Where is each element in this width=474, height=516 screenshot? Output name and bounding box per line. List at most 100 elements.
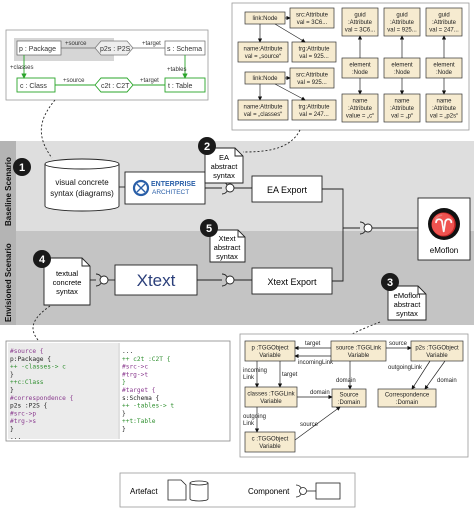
ea-guid-attr-2-text: val = 925...	[387, 28, 417, 34]
ea-name-attr-1-text: name:Attribute	[243, 46, 283, 52]
code-right-line: #src->c	[122, 364, 148, 371]
em-correspondence-domain-text: :Domain	[396, 400, 418, 406]
class-label: c : Class	[20, 83, 47, 90]
p2s-label: p2s : P2S	[100, 46, 131, 53]
code-right-line: s:Schema {	[122, 395, 160, 402]
code-left-line: p2s :P2S {	[10, 403, 48, 410]
ea-logo-icon	[132, 179, 150, 197]
code-left-line: }	[10, 371, 14, 378]
ea-trg-attr-1-text: trg:Attribute	[298, 46, 330, 52]
marker-5-label: 5	[206, 223, 212, 235]
visual-callout-link	[40, 99, 56, 159]
ea-trg-attr-2-text: val = 247...	[299, 112, 329, 118]
textual-artefact-line2: concrete	[53, 278, 82, 287]
ea-guid-attr-2-text: :Attribute	[390, 20, 415, 26]
emoflon-logo-icon	[428, 208, 460, 240]
code-right-line: ++t:Table	[122, 418, 156, 425]
emoflon-artefact-line3: syntax	[396, 309, 418, 318]
legend-document-icon	[167, 479, 187, 501]
em-lbl-incoming-left-1: incoming	[243, 368, 267, 374]
marker-1: 1	[13, 158, 31, 176]
ea-trg-attr-2: trg:Attribute val = 247...	[291, 99, 337, 121]
ea-name-attr-el-3-text: :Attribute	[432, 106, 457, 112]
em-source-domain-text: Source	[339, 392, 359, 398]
table-label: t : Table	[168, 83, 192, 90]
edge-source-bottom: +source	[63, 78, 85, 84]
code-left-line: ++c:Class	[10, 379, 44, 386]
em-p2s-object-text: p2s :TGGObject	[415, 345, 459, 351]
visual-concrete-syntax-artefact: visual concrete syntax (diagrams)	[44, 158, 120, 212]
textual-callout-link	[32, 305, 51, 341]
legend-socket-icon	[299, 487, 307, 495]
edge-target-top: +target	[142, 41, 161, 47]
ea-name-attr-1-text: val = „source“	[245, 54, 282, 60]
ea-name-attr-el-1-text: :Attribute	[348, 106, 373, 112]
code-right-line: }	[122, 426, 126, 433]
em-lbl-outgoing: outgoingLink	[388, 365, 423, 371]
em-lbl-domain-1: domain	[310, 390, 330, 396]
xtext-artefact-line1: Xtext	[218, 234, 236, 243]
ea-name-attr-el-1-text: name	[352, 99, 368, 105]
ea-guid-attr-1-text: :Attribute	[348, 20, 373, 26]
ea-trg-attr-1-text: val = 925...	[299, 54, 329, 60]
ea-guid-attr-2: guid:Attribute val = 925...	[383, 7, 421, 37]
legend-component-icon	[315, 482, 341, 500]
ea-artefact-line3: syntax	[213, 171, 235, 180]
marker-5: 5	[200, 219, 218, 237]
em-lbl-source-left: source	[300, 422, 319, 428]
em-source-domain-text: :Domain	[338, 400, 360, 406]
ea-abstract-syntax-artefact: EA abstract syntax	[204, 147, 244, 184]
marker-2: 2	[198, 137, 216, 155]
code-left-line: ...	[10, 434, 21, 441]
code-left-line: p:Package {	[10, 356, 51, 363]
enterprise-architect-component: ENTERPRISE ARCHITECT	[124, 171, 206, 205]
ea-logo-line2: ARCHITECT	[152, 189, 189, 196]
emoflon-abstract-syntax-artefact: eMoflon abstract syntax	[387, 285, 427, 321]
textual-artefact-line1: textual	[56, 269, 78, 278]
ea-link-node-2-text: link:Node	[252, 76, 278, 82]
emoflon-artefact-line1: eMoflon	[394, 291, 421, 300]
code-left-line: #trg->s	[10, 418, 36, 425]
c2t-label: c2t : C2T	[101, 83, 130, 90]
em-p-object-text: p :TGGObject	[251, 345, 288, 351]
ea-element-node-3-text: element	[433, 62, 455, 68]
code-right-line: }	[122, 410, 126, 417]
package-label: p : Package	[19, 46, 56, 53]
edge-classes: +classes	[10, 65, 34, 71]
code-right-line: ++ c2t :C2T {	[122, 356, 171, 363]
ea-export-component: EA Export	[251, 175, 323, 203]
ea-src-attr-1-text: src:Attribute	[296, 12, 329, 18]
visual-artefact-line1: visual concrete	[55, 178, 109, 187]
xtext-component: Xtext	[114, 264, 198, 296]
ea-trg-attr-2-text: trg:Attribute	[298, 104, 330, 110]
legend-cylinder-icon	[189, 483, 209, 502]
em-c-object-text: c :TGGObject	[252, 436, 289, 442]
marker-3-label: 3	[387, 277, 393, 289]
marker-1-label: 1	[19, 162, 25, 174]
code-right-line: ++ -tables-> t	[122, 403, 174, 410]
code-right-line: #trg->t	[122, 371, 148, 378]
emoflon-label: eMoflon	[430, 246, 458, 255]
xtext-code-listing: #source { p:Package { ++ -classes-> c } …	[5, 340, 231, 442]
textual-concrete-syntax-artefact: textual concrete syntax	[43, 257, 91, 306]
marker-3: 3	[381, 273, 399, 291]
ea-name-attr-el-2-text: :Attribute	[390, 106, 415, 112]
emoflon-component: ♈ eMoflon	[417, 197, 471, 261]
ea-callout-link	[242, 129, 301, 153]
ea-name-attr-el-2-text: name	[394, 99, 410, 105]
code-left-line: ++ -classes-> c	[10, 364, 66, 371]
tgg-rule-diagram: p : Package p2s : P2S s : Schema +source…	[5, 29, 209, 101]
ea-guid-attr-2-text: guid	[396, 13, 407, 19]
em-lbl-outgoing-left-2: Link	[243, 421, 255, 427]
ea-link-node-2: link:Node	[244, 71, 286, 85]
ea-src-attr-2-text: src:Attribute	[296, 72, 329, 78]
